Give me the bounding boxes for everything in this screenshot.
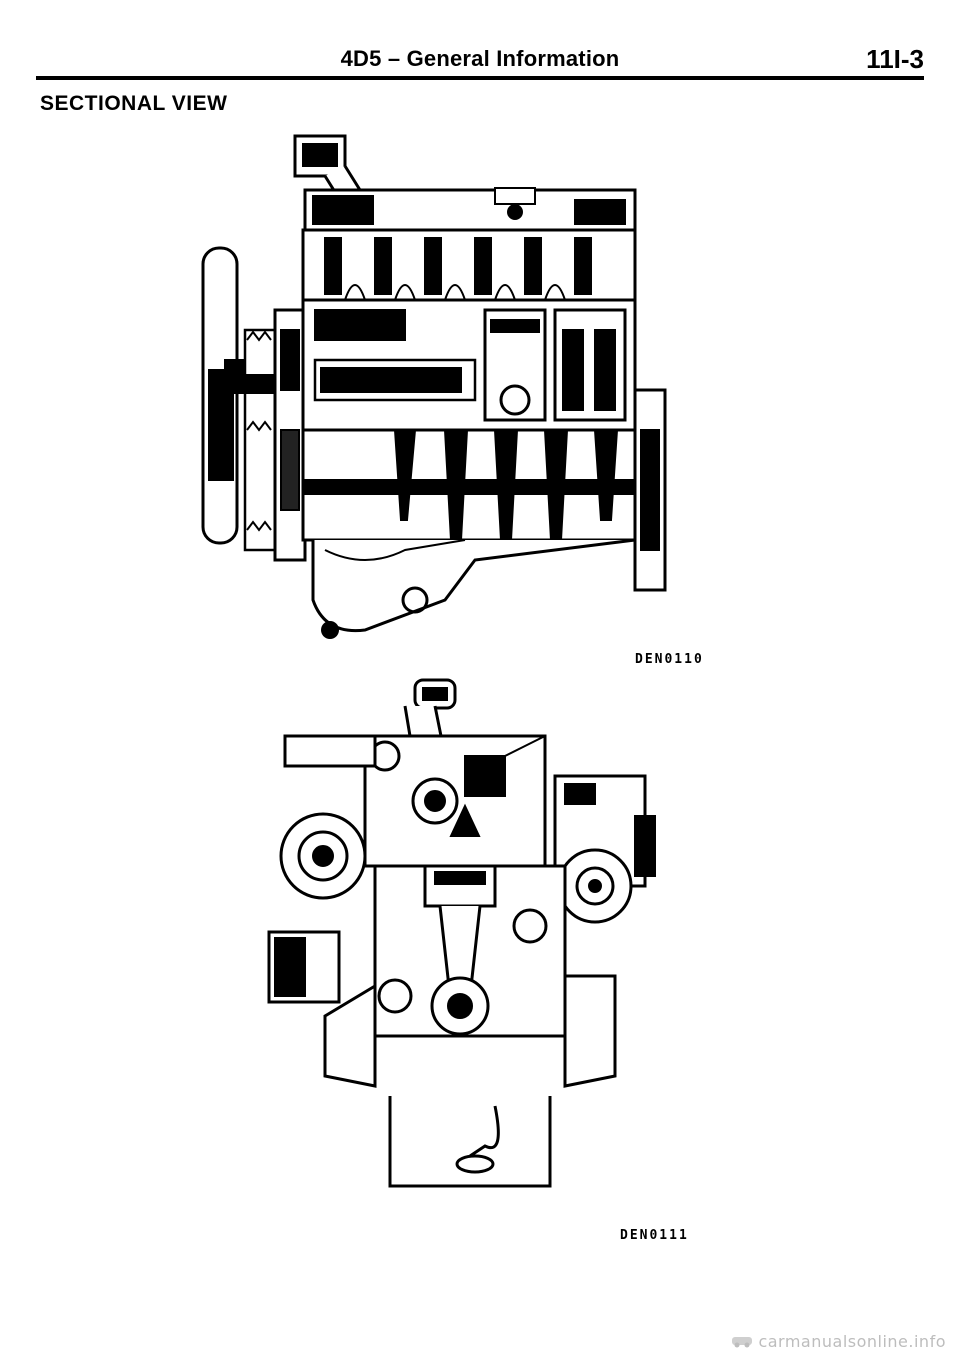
page-header: 4D5 – General Information 11I-3 [36, 44, 924, 80]
engine-front-sectional-figure: DEN0111 [265, 676, 687, 1243]
engine-side-sectional-figure: DEN0110 [195, 130, 702, 667]
page-number: 11I-3 [866, 44, 924, 74]
watermark-logo-icon [731, 1333, 753, 1352]
figure-code: DEN0110 [635, 652, 704, 667]
figure-code: DEN0111 [620, 1228, 689, 1243]
watermark-text: carmanualsonline.info [758, 1332, 946, 1351]
engine-front-sectional-illustration [267, 678, 656, 1188]
section-heading: SECTIONAL VIEW [40, 92, 228, 115]
header-rule [36, 76, 924, 80]
page-title: 4D5 – General Information [340, 46, 620, 71]
engine-side-sectional-illustration [201, 134, 667, 639]
watermark: carmanualsonline.info [731, 1332, 946, 1352]
